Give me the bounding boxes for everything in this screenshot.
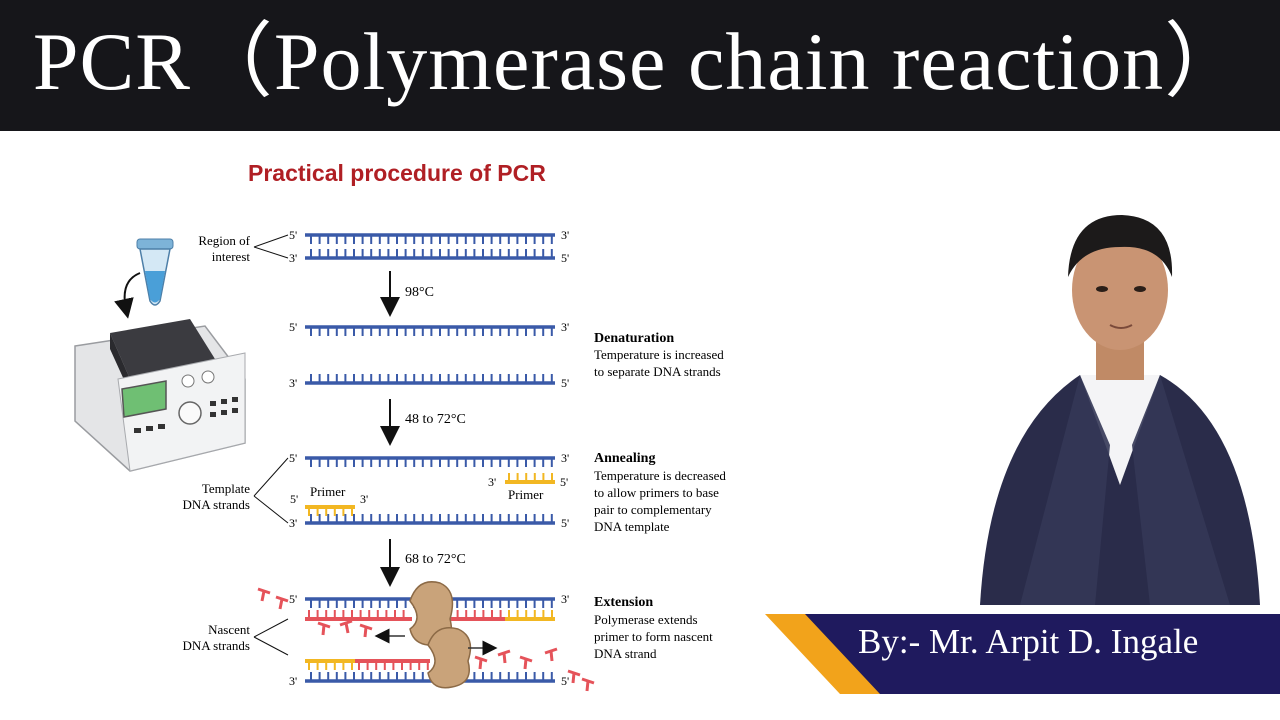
step-desc-annealing-1: Temperature is decreased — [594, 468, 726, 483]
step-temp-extension: 68 to 72°C — [405, 552, 466, 567]
prime-label: 5' — [289, 592, 297, 606]
prime-label: 3' — [289, 516, 297, 530]
step-desc-annealing-3: pair to complementary — [594, 502, 712, 517]
primer-left-prime5: 5' — [290, 492, 298, 506]
step-desc-annealing-4: DNA template — [594, 519, 670, 534]
step-desc-extension-2: primer to form nascent — [594, 629, 713, 644]
base-ticks — [310, 235, 553, 244]
base-ticks — [310, 458, 553, 467]
primer-right — [505, 473, 555, 484]
step-temp-denaturation: 98°C — [405, 285, 434, 300]
step-name-annealing: Annealing — [594, 451, 655, 466]
prime-label: 5' — [561, 376, 569, 390]
step-desc-denaturation-1: Temperature is increased — [594, 347, 724, 362]
author-credit: By:- Mr. Arpit D. Ingale — [858, 622, 1199, 661]
step-desc-extension-3: DNA strand — [594, 646, 657, 661]
step-temp-annealing: 48 to 72°C — [405, 412, 466, 427]
base-ticks — [310, 327, 553, 336]
nascent-label-line1: Nascent — [208, 622, 250, 637]
prime-label: 5' — [561, 516, 569, 530]
presenter-photo — [980, 215, 1260, 605]
pcr-diagram: Practical procedure of PCR Region of int… — [74, 160, 726, 692]
region-label-line1: Region of — [198, 233, 250, 248]
primer-left — [305, 505, 355, 516]
template-label-line2: DNA strands — [182, 497, 250, 512]
polymerase-icon — [409, 581, 472, 689]
prime-label: 3' — [289, 251, 297, 265]
prime-label: 5' — [289, 451, 297, 465]
region-label-line2: interest — [212, 249, 251, 264]
base-ticks — [310, 374, 553, 383]
primer-left-label: Primer — [310, 484, 346, 499]
step-desc-annealing-2: to allow primers to base — [594, 485, 719, 500]
prime-label: 3' — [561, 592, 569, 606]
step-desc-denaturation-2: to separate DNA strands — [594, 364, 721, 379]
prime-label: 3' — [289, 674, 297, 688]
title-bar: PCR（Polymerase chain reaction） — [0, 0, 1280, 131]
page-title: PCR（Polymerase chain reaction） — [32, 16, 1248, 107]
test-tube-icon — [136, 238, 174, 306]
template-label-line1: Template — [202, 481, 250, 496]
primer-right-prime5: 5' — [560, 475, 568, 489]
prime-label: 5' — [289, 228, 297, 242]
prime-label: 3' — [561, 228, 569, 242]
primer-left-prime3: 3' — [360, 492, 368, 506]
author-banner — [765, 614, 1280, 694]
step-desc-extension-1: Polymerase extends — [594, 612, 698, 627]
prime-label: 5' — [289, 320, 297, 334]
nascent-label-line2: DNA strands — [182, 638, 250, 653]
prime-label: 5' — [561, 251, 569, 265]
diagram-heading: Practical procedure of PCR — [248, 160, 546, 186]
thermal-cycler-icon — [74, 238, 246, 472]
prime-label: 3' — [561, 451, 569, 465]
step-name-denaturation: Denaturation — [594, 331, 674, 346]
primer-right-prime3: 3' — [488, 475, 496, 489]
base-ticks — [310, 514, 553, 523]
prime-label: 5' — [561, 674, 569, 688]
base-ticks — [310, 249, 553, 258]
primer-right-label: Primer — [508, 487, 544, 502]
prime-label: 3' — [289, 376, 297, 390]
prime-label: 3' — [561, 320, 569, 334]
step-name-extension: Extension — [594, 595, 653, 610]
